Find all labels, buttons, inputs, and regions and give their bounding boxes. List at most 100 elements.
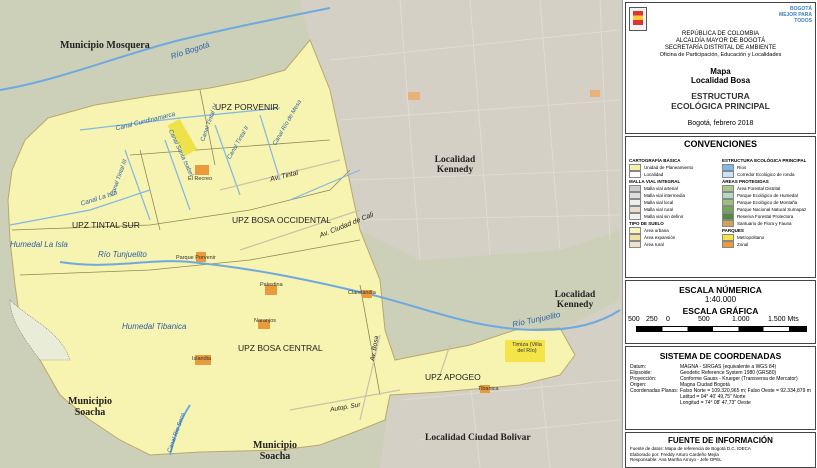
- map-subject: ESTRUCTURA ECOLÓGICA PRINCIPAL: [626, 91, 815, 111]
- legend-swatch: [629, 206, 641, 213]
- legend-item: Corredor Ecológico de ronda: [722, 171, 814, 178]
- legend-item: Área rural: [629, 241, 721, 248]
- label-park-timiza: Timiza (Villa del Río): [512, 342, 542, 354]
- label-park-palestina: Palestina: [260, 282, 283, 288]
- legend-left-column: CARTOGRAFÍA BÁSICA Unidad de Planeamient…: [629, 157, 721, 248]
- legend-item: Malla vial arterial: [629, 185, 721, 192]
- scale-tick-2: 0: [666, 316, 670, 323]
- label-upz-tintal: UPZ TINTAL SUR: [72, 220, 140, 230]
- legend-label: MALLA VIAL INTEGRAL: [629, 179, 681, 184]
- coordinate-key: Origen:: [630, 382, 647, 388]
- legend-label: Parque Ecológico de Montaña: [737, 200, 798, 205]
- map-title: Mapa Localidad Bosa: [626, 67, 815, 85]
- label-park-naranjos: Naranjos: [254, 318, 277, 324]
- source-line1: Fuente de datos: Mapa de referencia de B…: [630, 446, 751, 451]
- subject-line1: ESTRUCTURA: [691, 91, 750, 101]
- legend-label: Área Forestal Distrital: [737, 186, 781, 191]
- coordinate-key: Proyección:: [630, 376, 657, 382]
- legend-item: Parque Ecológico de Humedal: [722, 192, 814, 199]
- canals: [9, 107, 361, 226]
- legend-item: TIPO DE SUELO: [629, 220, 721, 227]
- legend-label: TIPO DE SUELO: [629, 221, 664, 226]
- legend-swatch: [722, 241, 734, 248]
- legend-label: PARQUES: [722, 228, 744, 233]
- legend-left-header: CARTOGRAFÍA BÁSICA: [629, 158, 681, 163]
- legend-label: Malla vial local: [644, 200, 674, 205]
- map-svg: [0, 0, 622, 468]
- label-park-islandia: Islandia: [192, 356, 211, 362]
- legend-label: Malla vial sin definir: [644, 214, 684, 219]
- legend-label: Metropolitano: [737, 235, 765, 240]
- label-park-clarelandia: Clarelandia: [348, 290, 376, 296]
- legend-item: Malla vial intermedia: [629, 192, 721, 199]
- street-grid: [329, 0, 621, 468]
- scale-graphic-title: ESCALA GRÁFICA: [682, 306, 759, 316]
- scale-ticks: 500 250 0 500 1.000 1.500 Mts: [626, 316, 815, 325]
- legend-swatch: [722, 164, 734, 171]
- label-kennedy-right: Localidad Kennedy: [554, 290, 596, 310]
- label-park-tibanica: Tibanica: [478, 386, 499, 392]
- coordinate-row: Origen:Magna Ciudad Bogotá: [630, 382, 811, 388]
- label-upz-apogeo: UPZ APOGEO: [425, 372, 481, 382]
- legend-swatch: [629, 164, 641, 171]
- map-canvas[interactable]: Municipio Mosquera Municipio Soacha Muni…: [0, 0, 622, 468]
- header-box: BOGOTÁ MEJOR PARA TODOS REPÚBLICA DE COL…: [625, 2, 816, 134]
- source-line2: Elaborado por: Freddy Arturo Cardeño Mej…: [630, 451, 719, 457]
- legend-item: Malla vial sin definir: [629, 213, 721, 220]
- source-box: FUENTE DE INFORMACIÓN Fuente de datos: M…: [625, 432, 816, 468]
- label-humedal-tibanica: Humedal Tibanica: [122, 322, 187, 331]
- map-title-line1: Mapa: [710, 67, 731, 76]
- legend-item: Malla vial rural: [629, 206, 721, 213]
- legend-swatch: [722, 220, 734, 227]
- label-rio-tunjuelito-left: Río Tunjuelito: [98, 250, 147, 259]
- label-park-porvenir: Parque Porvenir: [176, 255, 216, 261]
- header-line4: Oficina de Participación, Educación y Lo…: [659, 52, 782, 58]
- scale-tick-5: 1.500 Mts: [768, 316, 799, 323]
- scale-box: ESCALA NÚMERICA 1:40.000 ESCALA GRÁFICA …: [625, 280, 816, 344]
- map-sidebar-panel: BOGOTÁ MEJOR PARA TODOS REPÚBLICA DE COL…: [622, 0, 817, 468]
- scale-numeric-title: ESCALA NÚMERICA: [679, 285, 762, 295]
- label-ciudad-bolivar: Localidad Ciudad Bolivar: [425, 433, 531, 443]
- legend-item: ÁREAS PROTEGIDAS: [722, 178, 814, 185]
- legend-label: Ríos: [737, 165, 747, 170]
- legend-item: Localidad: [629, 171, 721, 178]
- legend-item: Área expansión: [629, 234, 721, 241]
- legend-label: Localidad: [644, 172, 664, 177]
- legend-item: Reserva Forestal Protectora: [722, 213, 814, 220]
- coordinate-value: Longitud = 74° 08' 47,73" Oeste: [680, 400, 751, 406]
- scale-tick-3: 500: [698, 316, 710, 323]
- humedal-tibanica-area: [9, 299, 71, 361]
- coordinate-value: Latitud = 04° 40' 49,75" Norte: [680, 394, 746, 400]
- legend-box: CONVENCIONES CARTOGRAFÍA BÁSICA Unidad d…: [625, 136, 816, 278]
- legend-swatch: [629, 234, 641, 241]
- scale-tick-0: 500: [628, 316, 640, 323]
- escudo-logo-icon: [629, 7, 647, 31]
- upz-boundaries: [11, 89, 381, 396]
- coordinate-value: Geodetic Reference System 1980 (GRS80): [680, 370, 777, 376]
- subject-line2: ECOLÓGICA PRINCIPAL: [671, 101, 770, 111]
- legend-swatch: [629, 213, 641, 220]
- legend-item: Zonal: [722, 241, 814, 248]
- legend-item: Metropolitano: [722, 234, 814, 241]
- scale-bar: [636, 326, 807, 332]
- coordinate-row: Proyección:Conforme Gauss - Krueger (Tra…: [630, 376, 811, 382]
- map-title-line2: Localidad Bosa: [690, 76, 751, 85]
- coordinates-box: SISTEMA DE COORDENADAS Datum:MAGNA - SIR…: [625, 346, 816, 430]
- legend-swatch: [629, 227, 641, 234]
- legend-item: Área Forestal Distrital: [722, 185, 814, 192]
- legend-swatch: [722, 185, 734, 192]
- source-text: Fuente de datos: Mapa de referencia de B…: [626, 445, 815, 464]
- header-institution: REPÚBLICA DE COLOMBIA ALCALDÍA MAYOR DE …: [626, 31, 815, 59]
- coordinate-row: Coordenadas Planas:Falso Norte = 109.320…: [630, 388, 811, 394]
- legend-label: Malla vial arterial: [644, 186, 678, 191]
- rivers: [0, 7, 621, 456]
- bogota-mejor-logo: BOGOTÁ MEJOR PARA TODOS: [779, 6, 812, 24]
- legend-item: Parque Ecológico de Montaña: [722, 199, 814, 206]
- kennedy-park-2: [590, 90, 600, 97]
- label-soacha-bottom: Municipio Soacha: [253, 440, 297, 462]
- legend-swatch: [629, 199, 641, 206]
- legend-label: ÁREAS PROTEGIDAS: [722, 179, 769, 184]
- coordinates-title: SISTEMA DE COORDENADAS: [659, 351, 782, 361]
- legend-label: Malla vial intermedia: [644, 193, 686, 198]
